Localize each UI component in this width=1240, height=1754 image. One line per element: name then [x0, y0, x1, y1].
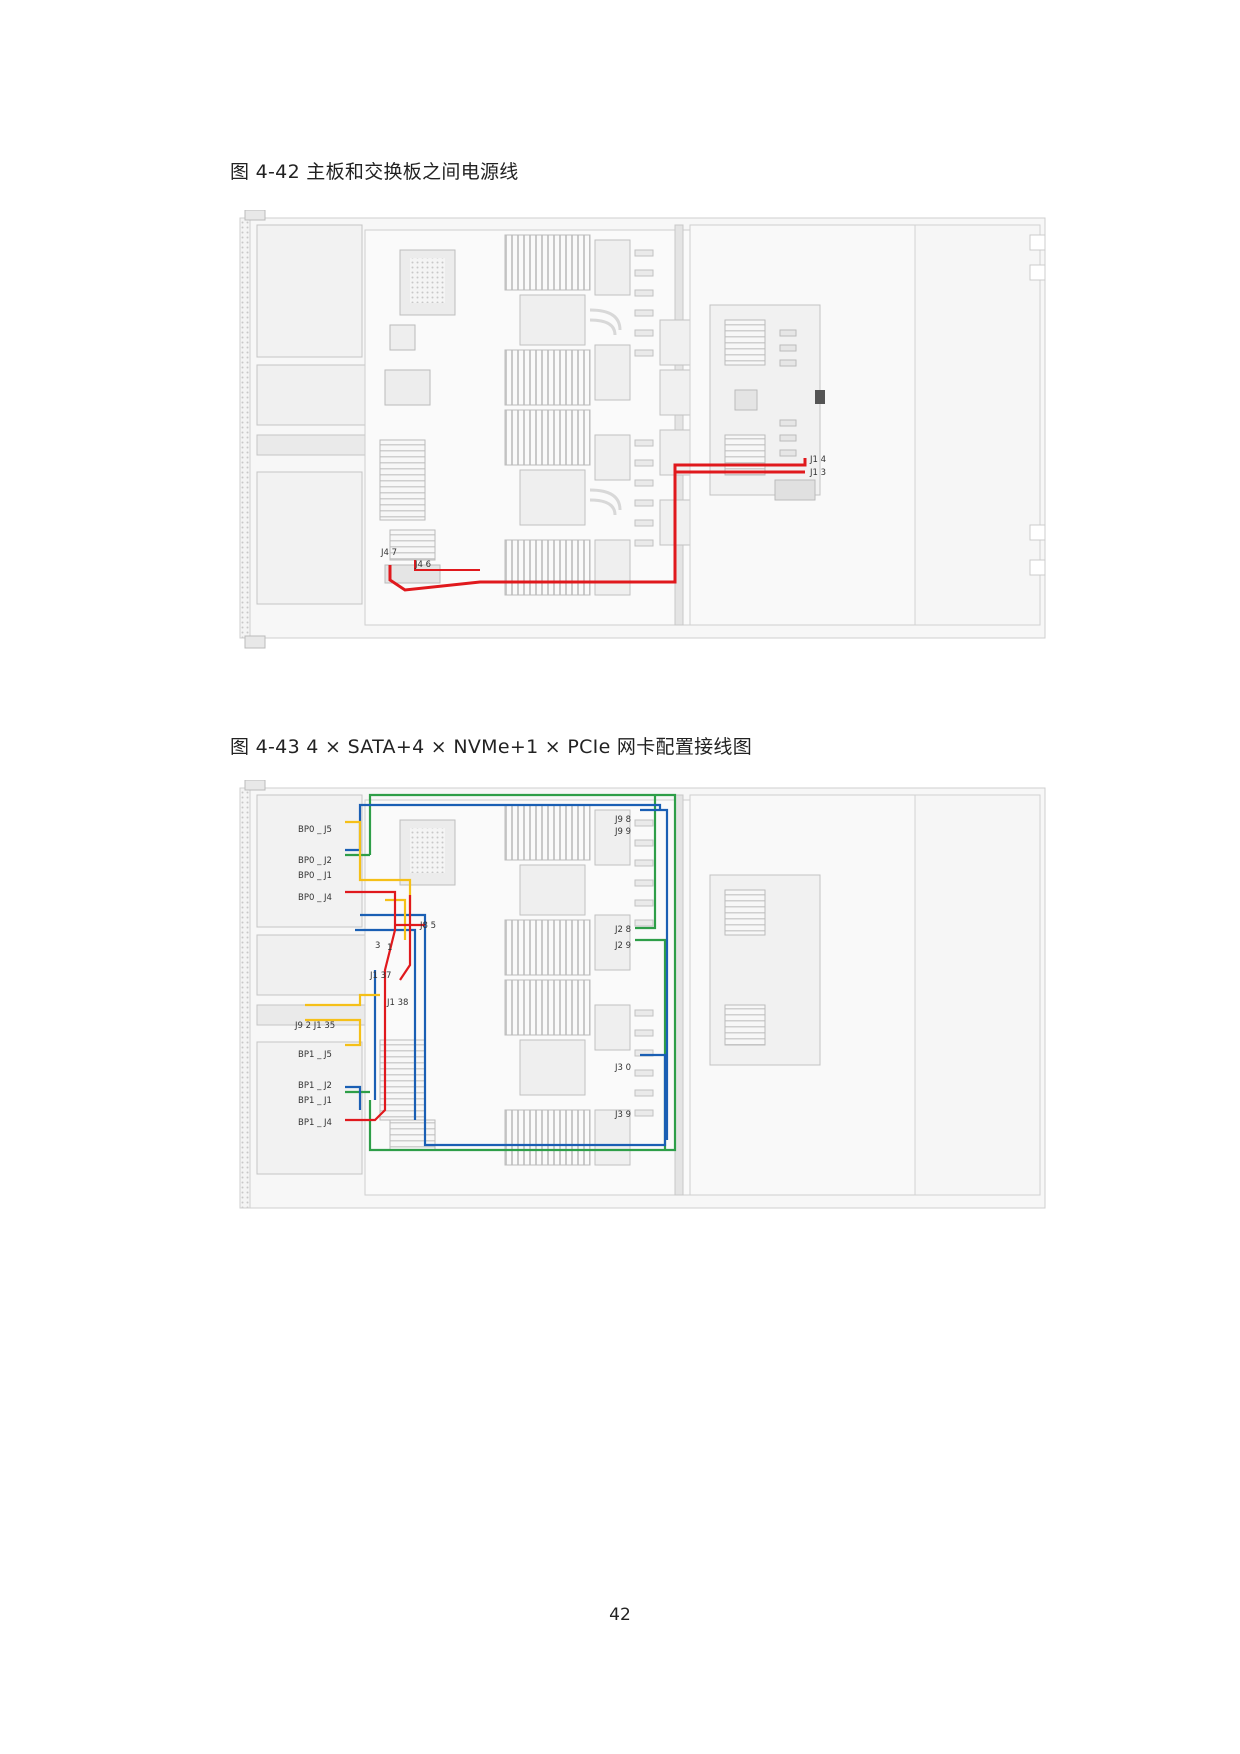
label-bp1-j5: BP1 _ J5	[298, 1050, 332, 1060]
label-bp0-j2: BP0 _ J2	[298, 856, 332, 866]
label-bp1-j2: BP1 _ J2	[298, 1081, 332, 1091]
label-n1: 1	[387, 943, 392, 953]
label-j99: J9 9	[614, 827, 631, 837]
label-j98: J9 8	[614, 815, 631, 825]
label-j14: J1 4	[809, 455, 826, 465]
cabling-diagram: BP0 _ J5 BP0 _ J2 BP0 _ J1 BP0 _ J4 BP1 …	[239, 780, 1046, 1209]
power-cable-diagram: J4 7 J4 6 J1 4 J1 3	[239, 210, 1046, 649]
page-number: 42	[609, 1605, 631, 1625]
label-j47: J4 7	[380, 548, 397, 558]
label-n3: 3	[375, 941, 380, 951]
label-j39: J3 9	[614, 1110, 631, 1120]
power-cable-red	[388, 458, 807, 592]
cable-red	[345, 890, 425, 1122]
figure-43-caption: 图 4-43 4 × SATA+4 × NVMe+1 × PCIe 网卡配置接线…	[230, 736, 753, 758]
label-j29: J2 9	[614, 941, 631, 951]
label-bp0-j4: BP0 _ J4	[298, 893, 332, 903]
cable-yellow	[305, 820, 412, 1047]
label-j46: J4 6	[414, 560, 431, 570]
label-j92-j135: J9 2 J1 35	[294, 1021, 335, 1031]
label-j13: J1 3	[809, 468, 826, 478]
label-j30: J3 0	[614, 1063, 631, 1073]
figure-42-diagram: J4 7 J4 6 J1 4 J1 3	[235, 210, 1060, 650]
label-bp0-j1: BP0 _ J1	[298, 871, 332, 881]
label-bp1-j1: BP1 _ J1	[298, 1096, 332, 1106]
label-bp0-j5: BP0 _ J5	[298, 825, 332, 835]
label-j138: J1 38	[386, 998, 408, 1008]
label-bp1-j4: BP1 _ J4	[298, 1118, 332, 1128]
label-j137: J1 37	[369, 971, 391, 981]
cable-blue	[345, 803, 669, 1147]
figure-43-diagram: BP0 _ J5 BP0 _ J2 BP0 _ J1 BP0 _ J4 BP1 …	[235, 780, 1060, 1220]
label-j28: J2 8	[614, 925, 631, 935]
label-j85: J8 5	[419, 921, 436, 931]
figure-42-caption: 图 4-42 主板和交换板之间电源线	[230, 161, 519, 183]
